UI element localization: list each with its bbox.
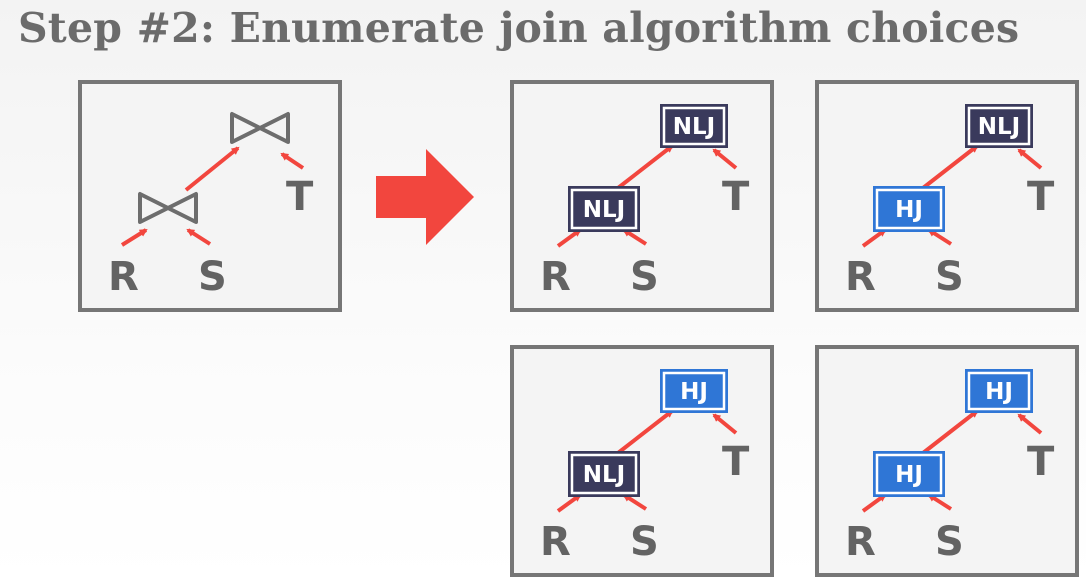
- logical-plan-panel: T R S: [78, 80, 342, 312]
- leaf-r: R: [108, 254, 139, 300]
- leaf-r: R: [845, 519, 876, 565]
- upper-join-node-label: HJ: [680, 379, 708, 405]
- upper-join-node: HJ: [965, 369, 1033, 413]
- edge-s-to-lower: [622, 228, 648, 246]
- edge-r-to-lower: [120, 228, 148, 247]
- leaf-r: R: [845, 254, 876, 300]
- physical-plan-diagram: NLJ HJ T R S: [845, 104, 1055, 300]
- logical-plan-diagram: T R S: [108, 112, 314, 300]
- physical-plan-diagram: HJ NLJ T R S: [540, 369, 750, 565]
- transform-arrow-icon: [376, 149, 474, 245]
- physical-plan-panel: NLJ NLJ T R S: [510, 80, 774, 312]
- leaf-t: T: [286, 174, 314, 220]
- edge-t-to-upper: [1017, 413, 1043, 435]
- edge-t-to-upper: [712, 148, 738, 170]
- edge-lower-to-upper: [921, 144, 979, 190]
- edge-r-to-lower: [556, 228, 582, 248]
- edge-r-to-lower: [861, 493, 887, 513]
- edge-s-to-lower: [622, 493, 648, 511]
- lower-join-node: HJ: [873, 186, 945, 232]
- lower-join-node: NLJ: [568, 186, 640, 232]
- edge-t-to-upper: [280, 152, 305, 170]
- edge-lower-to-upper: [184, 146, 240, 192]
- lower-join-node: HJ: [873, 451, 945, 497]
- edge-lower-to-upper: [616, 409, 674, 455]
- lower-join-node-label: NLJ: [583, 197, 625, 223]
- edge-t-to-upper: [1017, 148, 1043, 170]
- upper-join-node-label: NLJ: [673, 114, 715, 140]
- physical-plan-panel: NLJ HJ T R S: [815, 80, 1079, 312]
- leaf-t: T: [722, 439, 750, 485]
- leaf-r: R: [540, 519, 571, 565]
- leaf-s: S: [198, 254, 227, 300]
- physical-plan-panel: HJ HJ T R S: [815, 345, 1079, 577]
- lower-join-node-label: NLJ: [583, 462, 625, 488]
- edge-r-to-lower: [861, 228, 887, 248]
- upper-join-node: NLJ: [660, 104, 728, 148]
- lower-join-node: NLJ: [568, 451, 640, 497]
- leaf-s: S: [630, 254, 659, 300]
- upper-join-node-label: HJ: [985, 379, 1013, 405]
- physical-plan-diagram: HJ HJ T R S: [845, 369, 1055, 565]
- edge-s-to-lower: [927, 493, 953, 511]
- edge-t-to-upper: [712, 413, 738, 435]
- edge-lower-to-upper: [616, 144, 674, 190]
- lower-join-node-label: HJ: [895, 462, 923, 488]
- edge-r-to-lower: [556, 493, 582, 513]
- edge-s-to-lower: [186, 228, 212, 246]
- physical-plan-diagram: NLJ NLJ T R S: [540, 104, 750, 300]
- join-icon: [138, 192, 198, 224]
- upper-join-node: NLJ: [965, 104, 1033, 148]
- slide-title: Step #2: Enumerate join algorithm choice…: [18, 4, 1020, 52]
- lower-join-node-label: HJ: [895, 197, 923, 223]
- edge-s-to-lower: [927, 228, 953, 246]
- leaf-s: S: [935, 254, 964, 300]
- leaf-t: T: [722, 174, 750, 220]
- join-icon: [230, 112, 290, 144]
- edge-lower-to-upper: [921, 409, 979, 455]
- leaf-s: S: [630, 519, 659, 565]
- physical-plan-panel: HJ NLJ T R S: [510, 345, 774, 577]
- leaf-s: S: [935, 519, 964, 565]
- leaf-t: T: [1027, 439, 1055, 485]
- upper-join-node-label: NLJ: [978, 114, 1020, 140]
- leaf-r: R: [540, 254, 571, 300]
- upper-join-node: HJ: [660, 369, 728, 413]
- leaf-t: T: [1027, 174, 1055, 220]
